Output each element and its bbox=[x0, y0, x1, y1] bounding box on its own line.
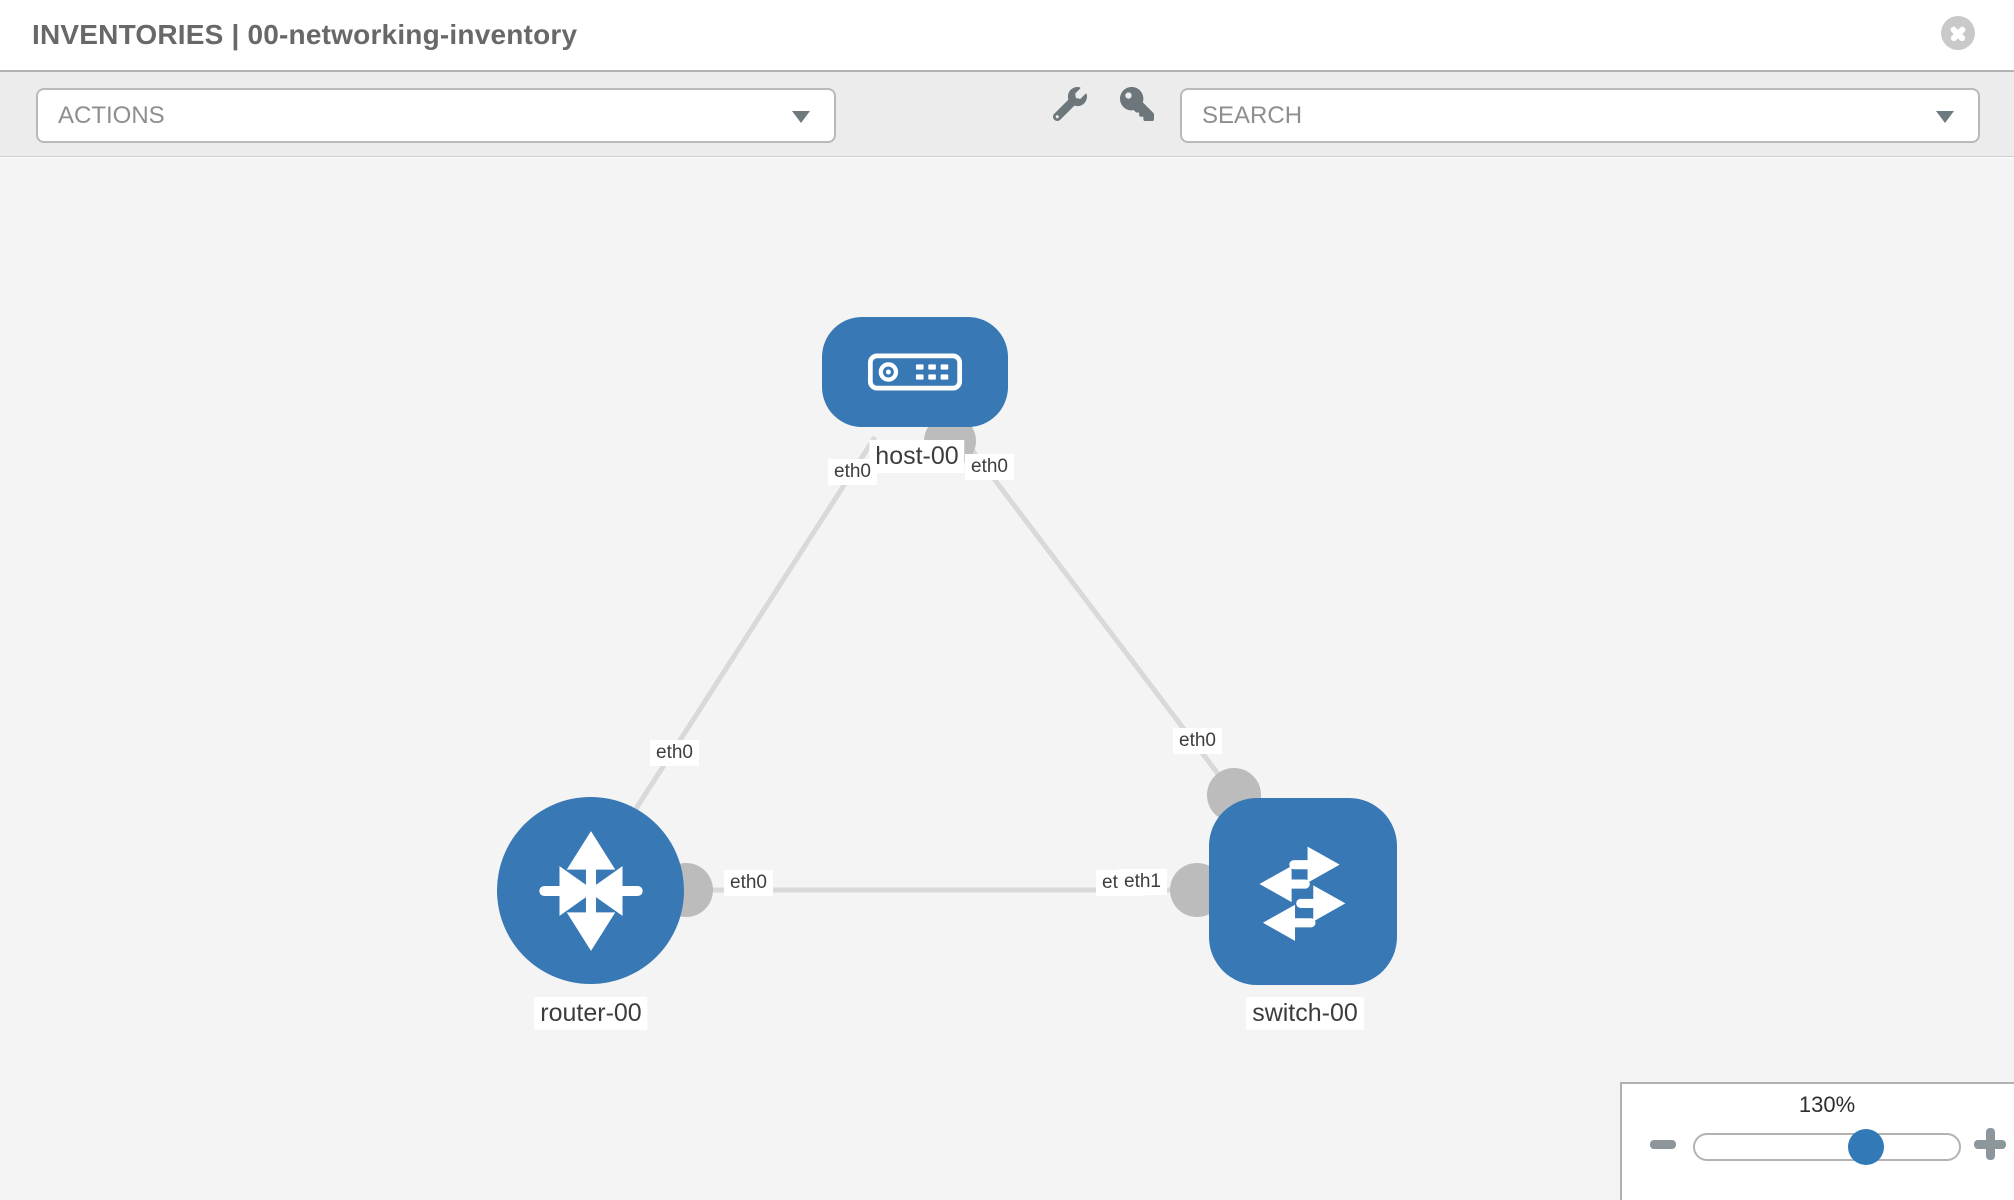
port-label-router-top: eth0 bbox=[650, 740, 699, 766]
zoom-slider-track[interactable] bbox=[1693, 1133, 1961, 1161]
actions-dropdown-label: ACTIONS bbox=[58, 102, 165, 129]
node-router-00[interactable] bbox=[497, 797, 684, 984]
search-dropdown-label: SEARCH bbox=[1202, 102, 1303, 129]
node-label-host-00: host-00 bbox=[869, 440, 965, 473]
zoom-in-button[interactable] bbox=[1974, 1128, 2006, 1160]
port-label-host-right: eth0 bbox=[965, 454, 1014, 480]
host-icon bbox=[867, 353, 963, 391]
topology-canvas[interactable]: host-00 router-00 switch-00 eth0 eth0 et… bbox=[0, 158, 2014, 1200]
chevron-down-icon bbox=[1936, 111, 1954, 123]
port-label-router-right: eth0 bbox=[724, 870, 773, 896]
zoom-panel: 130% bbox=[1620, 1082, 2014, 1200]
node-label-router-00: router-00 bbox=[534, 997, 648, 1030]
zoom-slider-thumb[interactable] bbox=[1848, 1129, 1884, 1165]
configure-button[interactable] bbox=[1050, 85, 1090, 125]
close-button[interactable] bbox=[1941, 16, 1975, 50]
node-switch-00[interactable] bbox=[1209, 798, 1397, 985]
key-icon bbox=[1120, 86, 1154, 121]
header: INVENTORIES | 00-networking-inventory bbox=[0, 0, 2014, 70]
credentials-button[interactable] bbox=[1117, 85, 1157, 125]
node-label-switch-00: switch-00 bbox=[1246, 997, 1364, 1030]
wrench-icon bbox=[1052, 86, 1087, 121]
toolbar: ACTIONS SEARCH bbox=[0, 70, 2014, 157]
plus-icon bbox=[1985, 1128, 1995, 1160]
page-title: INVENTORIES | 00-networking-inventory bbox=[32, 19, 578, 50]
search-dropdown[interactable]: SEARCH bbox=[1180, 88, 1980, 143]
port-label-switch-left-eth1: eth1 bbox=[1118, 869, 1167, 895]
zoom-out-button[interactable] bbox=[1650, 1140, 1676, 1149]
router-icon bbox=[538, 830, 643, 951]
port-label-host-left: eth0 bbox=[828, 459, 877, 485]
chevron-down-icon bbox=[792, 111, 810, 123]
zoom-level-value: 130% bbox=[1798, 1092, 1856, 1117]
port-label-switch-top: eth0 bbox=[1173, 728, 1222, 754]
actions-dropdown[interactable]: ACTIONS bbox=[36, 88, 836, 143]
node-host-00[interactable] bbox=[822, 317, 1008, 427]
switch-icon bbox=[1259, 846, 1346, 941]
